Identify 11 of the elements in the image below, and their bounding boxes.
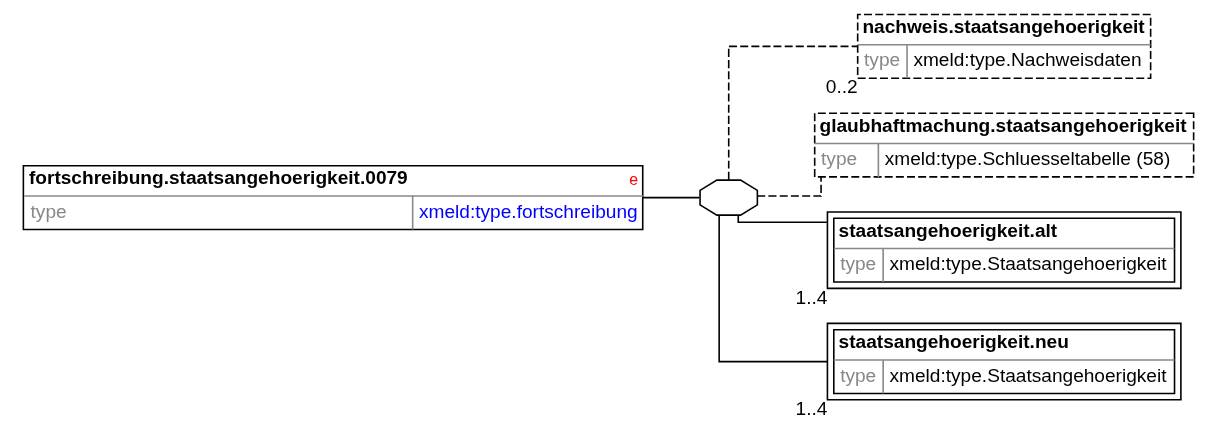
node-octagon <box>698 179 758 216</box>
node-label: 1..4 <box>795 286 827 308</box>
connector <box>736 214 828 224</box>
node-label: 0..2 <box>825 76 858 98</box>
connector <box>717 214 828 363</box>
connector <box>756 176 822 197</box>
connector <box>641 196 700 199</box>
connector <box>727 45 858 181</box>
node-box: staatsangehoerigkeit.neu type xmeld:type.Staatsangehoerigkeit <box>826 322 1182 401</box>
node-label: 1..4 <box>795 398 827 420</box>
node-box: staatsangehoerigkeit.alt type xmeld:type.Staatsangehoerigkeit <box>826 211 1182 290</box>
